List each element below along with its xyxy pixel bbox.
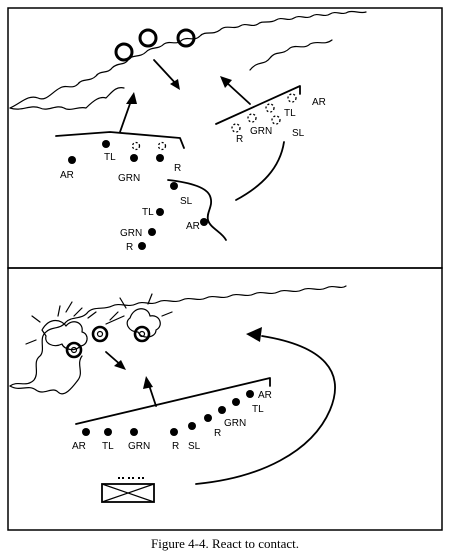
soldier-dot [170, 182, 178, 190]
creek-line [167, 179, 227, 241]
soldier-dot [82, 428, 90, 436]
line-label-r2: R [214, 428, 221, 439]
tree-line-top [9, 10, 367, 109]
soldier-dot [138, 242, 146, 250]
soldier-dot [156, 208, 164, 216]
bottom-panel: AR TL GRN R SL R GRN TL AR [7, 267, 443, 531]
column-label-tl: TL [142, 207, 154, 218]
soldier-dot [130, 428, 138, 436]
tree-line-bottom [9, 285, 347, 387]
soldier-dot [188, 422, 196, 430]
tree-line-top-lower-edge [9, 87, 125, 111]
line-label-grn2: GRN [224, 418, 246, 429]
left-team-label-tl: TL [104, 152, 116, 163]
burst-icon [41, 319, 88, 351]
arrow-head-icon [220, 76, 232, 88]
arrow-head-icon [114, 360, 126, 370]
left-team-label-ar: AR [60, 170, 74, 181]
soldier-dot [247, 113, 257, 123]
right-team-label-sl: SL [292, 128, 305, 139]
right-team-label-grn: GRN [250, 126, 272, 137]
left-team-label-grn: GRN [118, 173, 140, 184]
line-label-grn: GRN [128, 441, 150, 452]
top-panel: AR TL GRN R AR TL GRN SL R SL [7, 7, 443, 269]
right-team-label-tl: TL [284, 108, 296, 119]
enemy-position-icon [138, 28, 158, 48]
line-label-r: R [172, 441, 179, 452]
bottom-panel-frame [7, 267, 443, 531]
tree-line-bottom-lower-edge [9, 355, 83, 395]
flanking-arrow [195, 335, 336, 485]
soldier-dot [204, 414, 212, 422]
line-label-ar: AR [72, 441, 86, 452]
column-label-r: R [126, 242, 133, 253]
left-team-soldiers [68, 140, 167, 164]
soldier-dot [131, 141, 141, 151]
tree-line-top-right-lobe [249, 39, 333, 71]
soldier-dot [170, 428, 178, 436]
soldier-dot [157, 141, 167, 151]
soldier-dot [130, 154, 138, 162]
soldier-dot [148, 228, 156, 236]
column-soldiers [138, 182, 208, 250]
unit-symbol [101, 477, 155, 503]
left-team-label-r: R [174, 163, 181, 174]
column-label-grn: GRN [120, 228, 142, 239]
soldier-dot [102, 140, 110, 148]
maneuver-arrow-top [235, 141, 285, 201]
right-team-arrow [225, 81, 251, 105]
column-label-sl: SL [180, 196, 193, 207]
figure-caption: Figure 4-4. React to contact. [151, 536, 299, 551]
column-label-ar: AR [186, 221, 200, 232]
enemy-position-icon [133, 325, 151, 343]
line-label-ar2: AR [258, 390, 272, 401]
enemy-positions-top [114, 28, 196, 62]
arrow-head-icon [246, 327, 262, 342]
enemy-position-icon [65, 341, 83, 359]
top-panel-frame [7, 7, 443, 269]
infantry-symbol-cross [101, 483, 155, 503]
arrow-head-icon [143, 376, 153, 389]
right-team-label-ar: AR [312, 97, 326, 108]
line-label-sl: SL [188, 441, 201, 452]
soldier-dot [218, 406, 226, 414]
right-team-label-r: R [236, 134, 243, 145]
right-team-line [215, 85, 301, 125]
arrow-head-icon [170, 79, 180, 90]
arrow-head-icon [126, 92, 137, 104]
soldier-dot [68, 156, 76, 164]
enemy-position-icon [176, 28, 196, 48]
soldier-dot [200, 218, 208, 226]
line-label-tl: TL [102, 441, 114, 452]
explosion-bursts [25, 293, 173, 351]
enemy-position-icon [114, 42, 134, 62]
squad-line [75, 377, 271, 425]
squad-line-soldiers [82, 390, 254, 436]
enemy-position-icon [91, 325, 109, 343]
soldier-dot [246, 390, 254, 398]
soldier-dot [156, 154, 164, 162]
infantry-symbol-icon [101, 483, 155, 503]
line-label-tl2: TL [252, 404, 264, 415]
enemy-position-icon [96, 330, 104, 338]
soldier-dot [287, 93, 297, 103]
right-team-soldiers [231, 93, 297, 133]
burst-rays [25, 293, 173, 345]
soldier-dot [104, 428, 112, 436]
soldier-dot [271, 115, 281, 125]
soldier-dot [231, 123, 241, 133]
soldier-dot [265, 103, 275, 113]
burst-icon [126, 308, 161, 338]
soldier-dot [232, 398, 240, 406]
left-team-line [55, 131, 185, 149]
